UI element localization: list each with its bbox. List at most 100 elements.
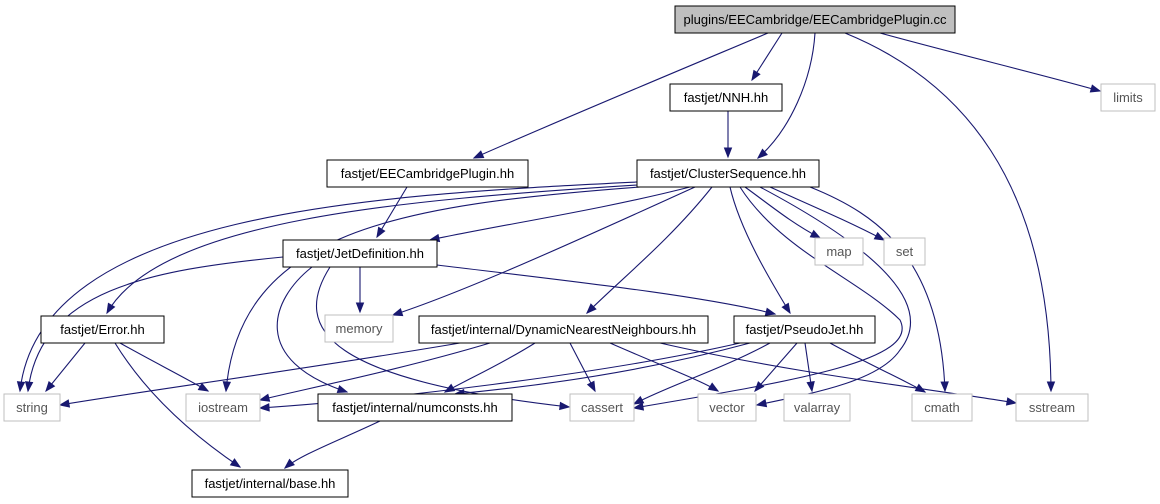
- node-label: fastjet/internal/DynamicNearestNeighbour…: [431, 322, 696, 337]
- node-label: map: [826, 244, 851, 259]
- arrowhead: [58, 399, 71, 408]
- edge-pseudojet-to-numconsts: [453, 342, 751, 398]
- edge-error-to-base: [114, 342, 242, 468]
- arrowhead: [707, 382, 720, 392]
- node-eecambridge-plugin-hh[interactable]: fastjet/EECambridgePlugin.hh: [326, 159, 529, 188]
- arrowhead: [806, 380, 815, 393]
- dependency-nodes: plugins/EECambridge/EECambridgePlugin.cc…: [3, 5, 1156, 498]
- node-label: sstream: [1029, 400, 1075, 415]
- edge-dnn-to-cassert: [569, 342, 596, 393]
- arrowhead: [781, 302, 791, 315]
- edge-cluster_sequence-to-set: [769, 186, 886, 241]
- node-base[interactable]: fastjet/internal/base.hh: [191, 469, 349, 498]
- edge-root-to-cluster_sequence: [756, 32, 816, 159]
- arrowhead: [751, 69, 761, 82]
- node-jet-definition[interactable]: fastjet/JetDefinition.hh: [282, 239, 438, 268]
- node-label: cmath: [924, 400, 959, 415]
- node-nnh[interactable]: fastjet/NNH.hh: [669, 83, 783, 112]
- node-string: string: [3, 393, 61, 422]
- node-label: fastjet/EECambridgePlugin.hh: [341, 166, 514, 181]
- edge-pseudojet-to-iostream: [258, 342, 741, 412]
- edge-root-to-limits: [879, 32, 1102, 93]
- edge-cluster_sequence-to-dnn: [586, 186, 713, 314]
- arrowhead: [873, 231, 886, 241]
- edge-cluster_sequence-to-vector: [755, 186, 912, 408]
- arrowhead: [764, 307, 777, 316]
- arrowhead: [914, 383, 927, 393]
- edge-jet_definition-to-memory: [355, 267, 365, 314]
- edge-error-to-iostream: [119, 342, 210, 392]
- arrowhead: [755, 398, 768, 408]
- node-label: memory: [336, 321, 383, 336]
- arrowhead: [723, 147, 733, 159]
- edge-cluster_sequence-to-memory: [391, 186, 696, 317]
- arrowhead: [229, 458, 242, 468]
- node-pseudojet[interactable]: fastjet/PseudoJet.hh: [733, 315, 876, 344]
- edge-dnn-to-iostream: [258, 342, 491, 402]
- edge-pseudojet-to-valarray: [804, 342, 815, 393]
- edge-root-to-nnh: [751, 32, 783, 82]
- edge-cluster_sequence-to-cmath: [809, 186, 949, 393]
- edge-cluster_sequence-to-map: [744, 186, 822, 239]
- node-label: iostream: [198, 400, 248, 415]
- arrowhead: [258, 403, 270, 412]
- edge-pseudojet-to-cassert: [632, 342, 771, 405]
- node-sstream: sstream: [1015, 393, 1089, 422]
- arrowhead: [809, 229, 822, 239]
- edge-cluster_sequence-to-pseudojet: [729, 186, 791, 315]
- node-map: map: [814, 237, 864, 266]
- node-limits: limits: [1100, 83, 1156, 112]
- edge-pseudojet-to-cmath: [829, 342, 927, 393]
- node-cassert: cassert: [569, 393, 635, 422]
- arrowhead: [1089, 84, 1102, 93]
- node-error[interactable]: fastjet/Error.hh: [40, 315, 165, 344]
- arrowhead: [197, 382, 210, 392]
- arrowhead: [1005, 397, 1018, 406]
- arrowhead: [24, 381, 34, 393]
- node-label: fastjet/Error.hh: [60, 322, 145, 337]
- arrowhead: [586, 380, 596, 393]
- edge-eecambridge_plugin_hh-to-jet_definition: [376, 186, 408, 239]
- arrowhead: [472, 150, 485, 159]
- node-label: cassert: [581, 400, 623, 415]
- edge-jet_definition-to-pseudojet: [436, 264, 777, 316]
- node-label: fastjet/NNH.hh: [684, 90, 769, 105]
- arrowhead: [45, 380, 56, 393]
- arrowhead: [1046, 381, 1056, 393]
- node-iostream: iostream: [185, 393, 261, 422]
- arrowhead: [559, 401, 571, 411]
- arrowhead: [940, 381, 949, 393]
- node-label: fastjet/internal/numconsts.hh: [332, 400, 497, 415]
- node-label: vector: [709, 400, 745, 415]
- node-label: valarray: [794, 400, 841, 415]
- node-label: plugins/EECambridge/EECambridgePlugin.cc: [683, 12, 947, 27]
- edge-cluster_sequence-to-jet_definition: [428, 186, 691, 243]
- edge-pseudojet-to-vector: [754, 342, 798, 393]
- node-cmath: cmath: [911, 393, 973, 422]
- arrowhead: [391, 308, 404, 317]
- edge-numconsts-to-base: [283, 420, 381, 469]
- node-label: set: [896, 244, 914, 259]
- node-numconsts[interactable]: fastjet/internal/numconsts.hh: [317, 393, 513, 422]
- node-cluster-sequence[interactable]: fastjet/ClusterSequence.hh: [636, 159, 820, 188]
- arrowhead: [283, 458, 295, 469]
- edge-dnn-to-string: [58, 342, 461, 408]
- edge-dnn-to-vector: [609, 342, 720, 392]
- arrowhead: [754, 381, 765, 393]
- edge-cluster_sequence-to-string: [16, 181, 638, 393]
- node-label: fastjet/ClusterSequence.hh: [650, 166, 806, 181]
- edge-root-to-eecambridge_plugin_hh: [472, 32, 769, 159]
- node-valarray: valarray: [783, 393, 851, 422]
- arrowhead: [632, 402, 645, 411]
- node-label: fastjet/internal/base.hh: [205, 476, 336, 491]
- node-vector: vector: [697, 393, 757, 422]
- edge-root-to-sstream: [844, 32, 1056, 393]
- node-root[interactable]: plugins/EECambridge/EECambridgePlugin.cc: [674, 5, 956, 34]
- node-dnn[interactable]: fastjet/internal/DynamicNearestNeighbour…: [418, 315, 709, 344]
- arrowhead: [16, 381, 26, 393]
- edge-cluster_sequence-to-error: [106, 184, 638, 315]
- node-label: fastjet/JetDefinition.hh: [296, 246, 424, 261]
- arrowhead: [443, 383, 456, 393]
- edge-jet_definition-to-numconsts: [276, 266, 349, 394]
